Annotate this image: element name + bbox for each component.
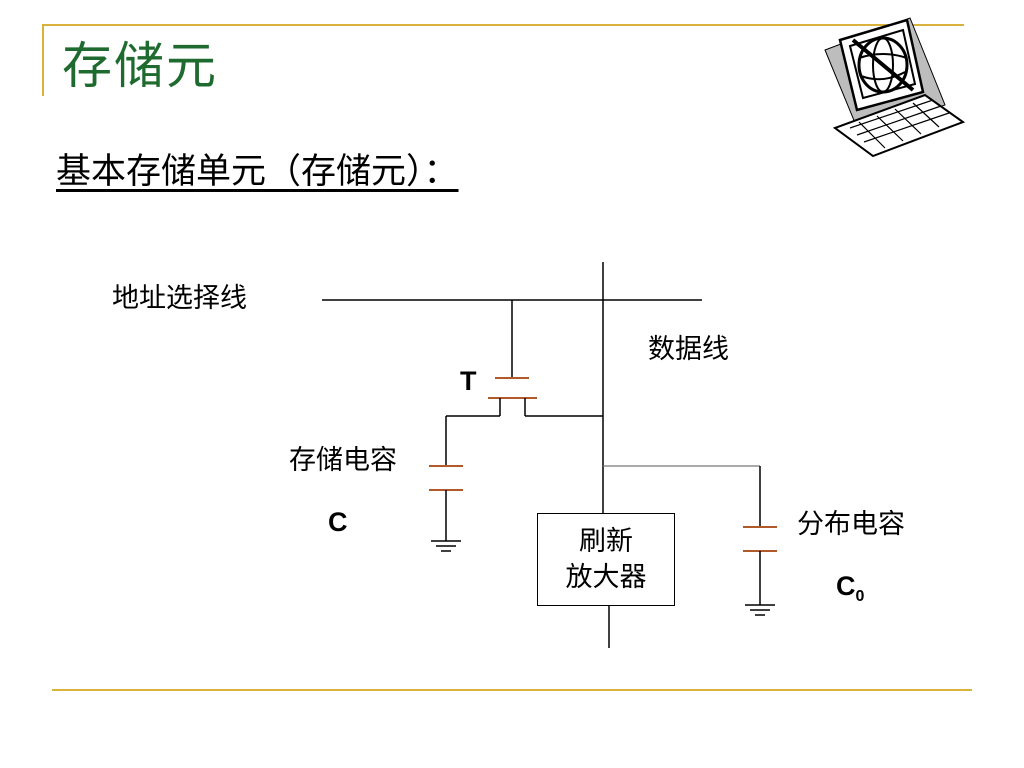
dist-cap-subscript: 0 — [855, 588, 865, 605]
computer-globe-icon — [824, 17, 965, 158]
ground-icon — [431, 540, 461, 552]
ground-icon — [745, 604, 775, 616]
amplifier-label-line2: 放大器 — [565, 561, 647, 593]
refresh-amplifier-box: 刷新 放大器 — [537, 513, 675, 606]
dist-cap-label: 分布电容 — [797, 509, 905, 540]
address-line-label: 地址选择线 — [112, 283, 247, 314]
storage-cap-label: 存储电容 — [289, 445, 397, 476]
top-rule — [44, 24, 964, 26]
data-line-label: 数据线 — [648, 334, 729, 365]
slide-title: 存储元 — [62, 37, 218, 95]
transistor-label: T — [460, 366, 477, 396]
dist-cap-symbol-letter: C — [836, 571, 856, 601]
dist-cap-symbol: C0 — [836, 571, 864, 612]
amplifier-label-line1: 刷新 — [579, 525, 633, 557]
left-rule — [42, 24, 44, 96]
bottom-rule — [52, 689, 972, 691]
slide-subtitle: 基本存储单元（存储元）： — [56, 152, 459, 192]
storage-cap-symbol: C — [328, 507, 348, 537]
